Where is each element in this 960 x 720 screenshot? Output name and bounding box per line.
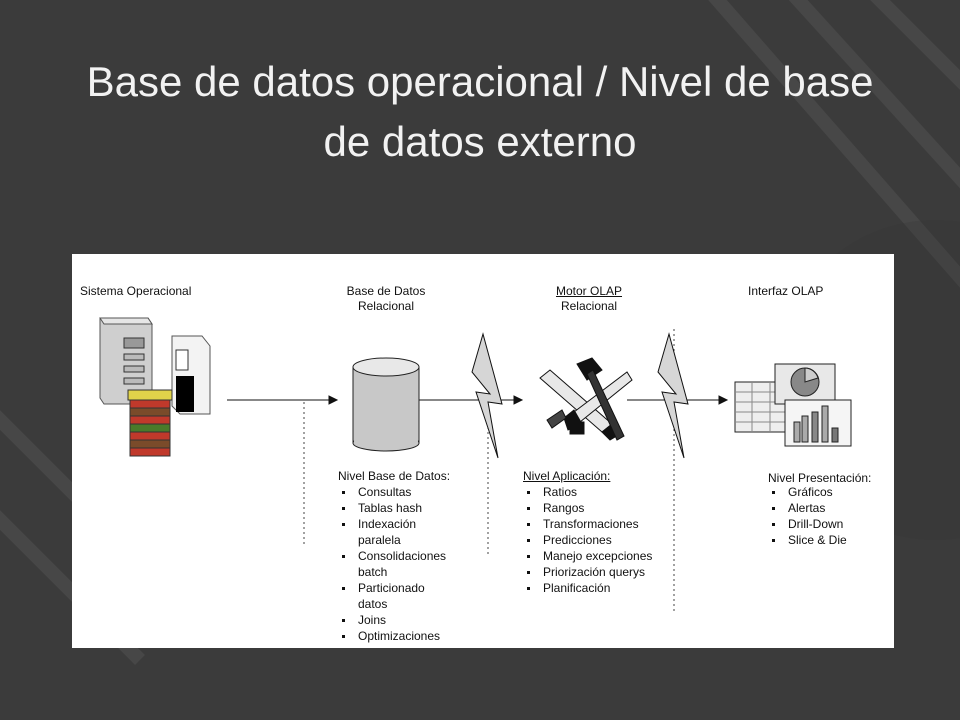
level-title-presentacion: Nivel Presentación:	[768, 471, 872, 485]
database-cylinder-icon	[352, 357, 420, 452]
list-item-continuation: batch	[358, 565, 388, 579]
column-label-line: Relacional	[560, 299, 618, 313]
level-title-base-datos: Nivel Base de Datos:	[338, 469, 451, 483]
list-item: Tablas hash	[338, 500, 446, 516]
list-item: Priorización querys	[523, 564, 652, 580]
list-item: Planificación	[523, 580, 652, 596]
list-item: Predicciones	[523, 532, 652, 548]
list-item: Alertas	[768, 500, 847, 516]
column-label-interfaz-olap: Interfaz OLAP	[748, 284, 824, 298]
list-item: Indexación	[338, 516, 446, 532]
diagram-panel: Sistema Operacional Base de Datos Relaci…	[72, 254, 894, 648]
list-item: Transformaciones	[523, 516, 652, 532]
level-list-aplicacion: Ratios Rangos Transformaciones Prediccio…	[523, 484, 652, 596]
list-item: Slice & Die	[768, 532, 847, 548]
list-item: Consolidaciones	[338, 548, 446, 564]
list-item: Joins	[338, 612, 446, 628]
list-item-continuation: datos	[358, 597, 388, 611]
charts-icon	[734, 363, 852, 447]
level-title-aplicacion: Nivel Aplicación:	[523, 469, 611, 483]
server-icon	[99, 317, 211, 457]
list-item: Gráficos	[768, 484, 847, 500]
lightning-icon	[471, 332, 503, 459]
list-item: Drill-Down	[768, 516, 847, 532]
lightning-icon	[657, 332, 689, 459]
column-label-line: Motor OLAP	[555, 284, 623, 298]
column-label-sistema-operacional: Sistema Operacional	[80, 284, 192, 298]
list-item: Manejo excepciones	[523, 548, 652, 564]
column-label-line: Relacional	[357, 299, 415, 313]
slide-title: Base de datos operacional / Nivel de bas…	[86, 58, 874, 165]
diagram-graphics	[99, 317, 852, 614]
list-item: Rangos	[523, 500, 652, 516]
level-list-base-datos: Consultas Tablas hash Indexación paralel…	[338, 484, 446, 644]
list-item: Ratios	[523, 484, 652, 500]
tools-icon	[539, 357, 633, 441]
list-item: Particionado	[338, 580, 446, 596]
list-item-continuation: paralela	[358, 533, 401, 547]
column-label-line: Base de Datos	[346, 284, 426, 298]
list-item: Consultas	[338, 484, 446, 500]
column-label-base-datos: Base de Datos Relacional	[339, 284, 433, 314]
level-list-presentacion: Gráficos Alertas Drill-Down Slice & Die	[768, 484, 847, 548]
list-item: Optimizaciones	[338, 628, 446, 644]
column-label-motor-olap: Motor OLAP Relacional	[542, 284, 636, 314]
